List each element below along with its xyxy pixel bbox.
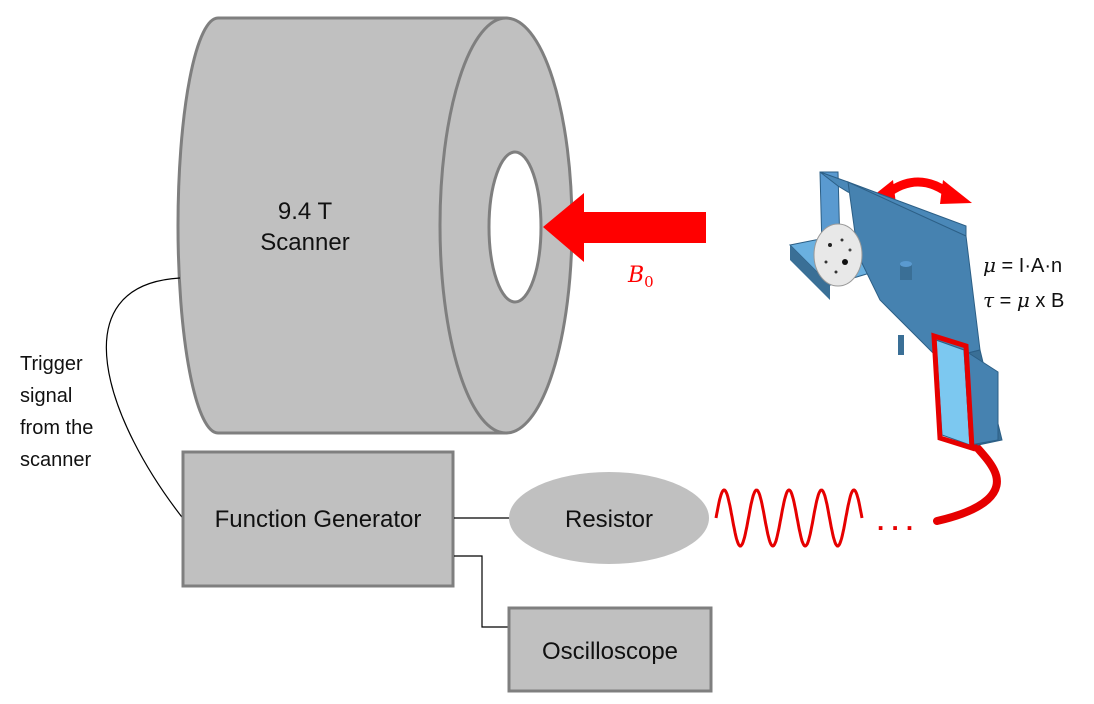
- trigger-label: Trigger signal from the scanner: [20, 353, 93, 471]
- resistor-label: Resistor: [565, 506, 653, 533]
- b0-field-arrow: B0: [543, 193, 706, 291]
- b0-arrow-icon: [543, 193, 706, 262]
- oscilloscope-box: [507, 606, 713, 693]
- function-generator-box: [181, 450, 455, 588]
- scanner-label-line2: Scanner: [260, 229, 349, 256]
- b0-label: B0: [627, 263, 654, 291]
- trigger-line2: signal: [20, 385, 72, 407]
- egg-sample: [813, 223, 863, 287]
- function-generator-label: Function Generator: [215, 506, 422, 533]
- trigger-line4: scanner: [20, 449, 91, 471]
- resistor-ellipse: [509, 472, 709, 564]
- oscilloscope: Oscilloscope: [507, 606, 713, 693]
- sine-wave-signal: [714, 488, 864, 548]
- scanner-label-line1: 9.4 T: [278, 198, 333, 225]
- oscilloscope-label: Oscilloscope: [542, 638, 678, 665]
- trigger-line3: from the: [20, 417, 93, 439]
- device-pivot: [900, 264, 912, 280]
- torque-equation: τ = μ x B: [983, 288, 1064, 312]
- trigger-line1: Trigger: [20, 353, 83, 375]
- fg-to-oscilloscope-wire: [454, 555, 510, 628]
- continuation-dots: . . .: [877, 506, 913, 536]
- magnetic-moment-equation: μ = I·A·n: [983, 253, 1062, 277]
- coil-loop: [931, 332, 975, 452]
- trigger-wire: [105, 277, 186, 522]
- resistor: Resistor: [509, 472, 709, 564]
- function-generator: Function Generator: [181, 450, 455, 588]
- torque-device: [788, 171, 1003, 452]
- scanner-bore: [487, 150, 543, 304]
- scanner-magnet: 9.4 T Scanner: [176, 16, 574, 435]
- scanner-body: [176, 16, 508, 435]
